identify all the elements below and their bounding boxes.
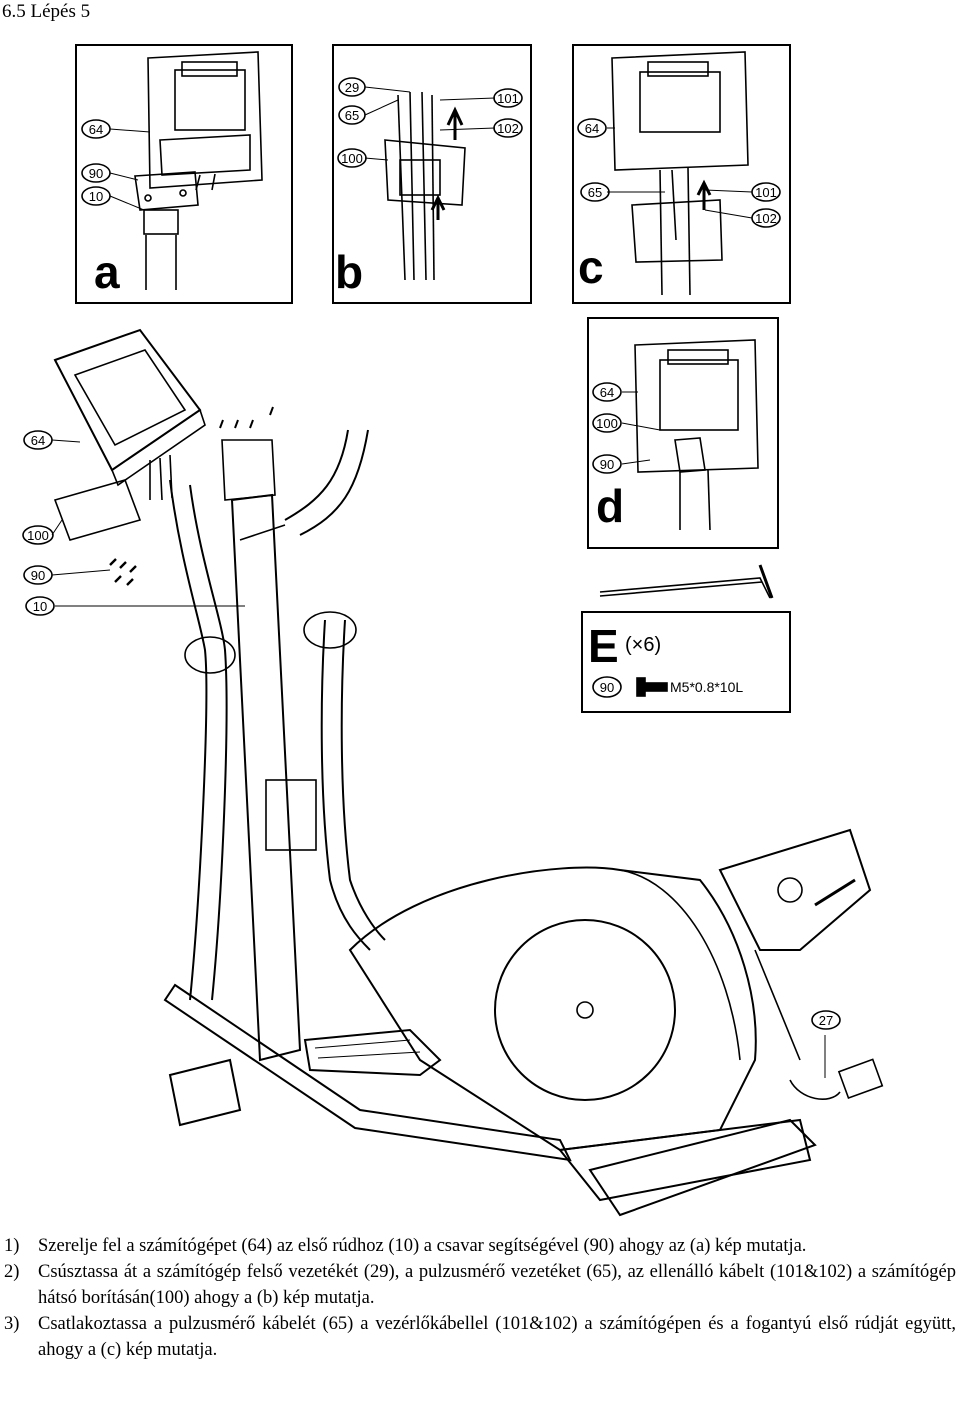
panel-letter-c: c bbox=[578, 241, 604, 293]
callout-102: 102 bbox=[497, 121, 519, 136]
bolt-icon bbox=[636, 677, 668, 697]
step-text: Csúsztassa át a számítógép felső vezeték… bbox=[38, 1262, 956, 1308]
step-number: 3) bbox=[4, 1314, 20, 1334]
callout-101: 101 bbox=[755, 185, 777, 200]
callout-90: 90 bbox=[89, 166, 103, 181]
callout-65: 65 bbox=[345, 108, 359, 123]
step-text: Csatlakoztassa a pulzusmérő kábelét (65)… bbox=[38, 1314, 956, 1360]
callout-10: 10 bbox=[89, 189, 103, 204]
instruction-step: 2) Csúsztassa át a számítógép felső veze… bbox=[4, 1259, 956, 1311]
callout-10: 10 bbox=[33, 599, 47, 614]
callout-102: 102 bbox=[755, 211, 777, 226]
panel-letter-b: b bbox=[335, 246, 363, 298]
hardware-spec: M5*0.8*10L bbox=[670, 679, 743, 695]
hardware-letter: E bbox=[588, 620, 619, 672]
callout-64: 64 bbox=[89, 122, 103, 137]
callout-64: 64 bbox=[585, 121, 599, 136]
callout-100: 100 bbox=[341, 151, 363, 166]
callout-100: 100 bbox=[27, 528, 49, 543]
step-text: Szerelje fel a számítógépet (64) az első… bbox=[38, 1236, 807, 1256]
callout-64: 64 bbox=[600, 385, 614, 400]
instructions-list: 1) Szerelje fel a számítógépet (64) az e… bbox=[4, 1233, 956, 1363]
panel-a: 64 90 10 a bbox=[75, 44, 293, 304]
step-number: 2) bbox=[4, 1262, 20, 1282]
callout-29: 29 bbox=[345, 80, 359, 95]
panel-d: 64 100 90 d bbox=[587, 317, 779, 549]
hardware-qty: (×6) bbox=[625, 634, 661, 656]
panel-letter-d: d bbox=[596, 480, 624, 532]
callout-65: 65 bbox=[588, 185, 602, 200]
panel-b: 29 65 100 101 102 b bbox=[332, 44, 532, 304]
allen-key-icon bbox=[599, 564, 774, 599]
callout-100: 100 bbox=[596, 416, 618, 431]
hardware-box: E (×6) 90 M5*0.8*10L bbox=[581, 611, 791, 713]
page-title: 6.5 Lépés 5 bbox=[2, 1, 91, 22]
instruction-step: 1) Szerelje fel a számítógépet (64) az e… bbox=[4, 1233, 956, 1259]
callout-27: 27 bbox=[819, 1013, 833, 1028]
callout-90: 90 bbox=[600, 457, 614, 472]
instruction-step: 3) Csatlakoztassa a pulzusmérő kábelét (… bbox=[4, 1311, 956, 1363]
callout-90: 90 bbox=[31, 568, 45, 583]
hardware-part-no: 90 bbox=[600, 680, 614, 695]
callout-101: 101 bbox=[497, 91, 519, 106]
assembly-diagram: 64 90 10 a 29 65 100 101 102 b bbox=[22, 44, 884, 1217]
step-number: 1) bbox=[4, 1236, 20, 1256]
panel-c: 64 65 101 102 c bbox=[572, 44, 791, 304]
callout-64: 64 bbox=[31, 433, 45, 448]
panel-letter-a: a bbox=[94, 246, 120, 298]
elliptical-trainer: 27 64 100 90 10 bbox=[22, 328, 884, 1217]
